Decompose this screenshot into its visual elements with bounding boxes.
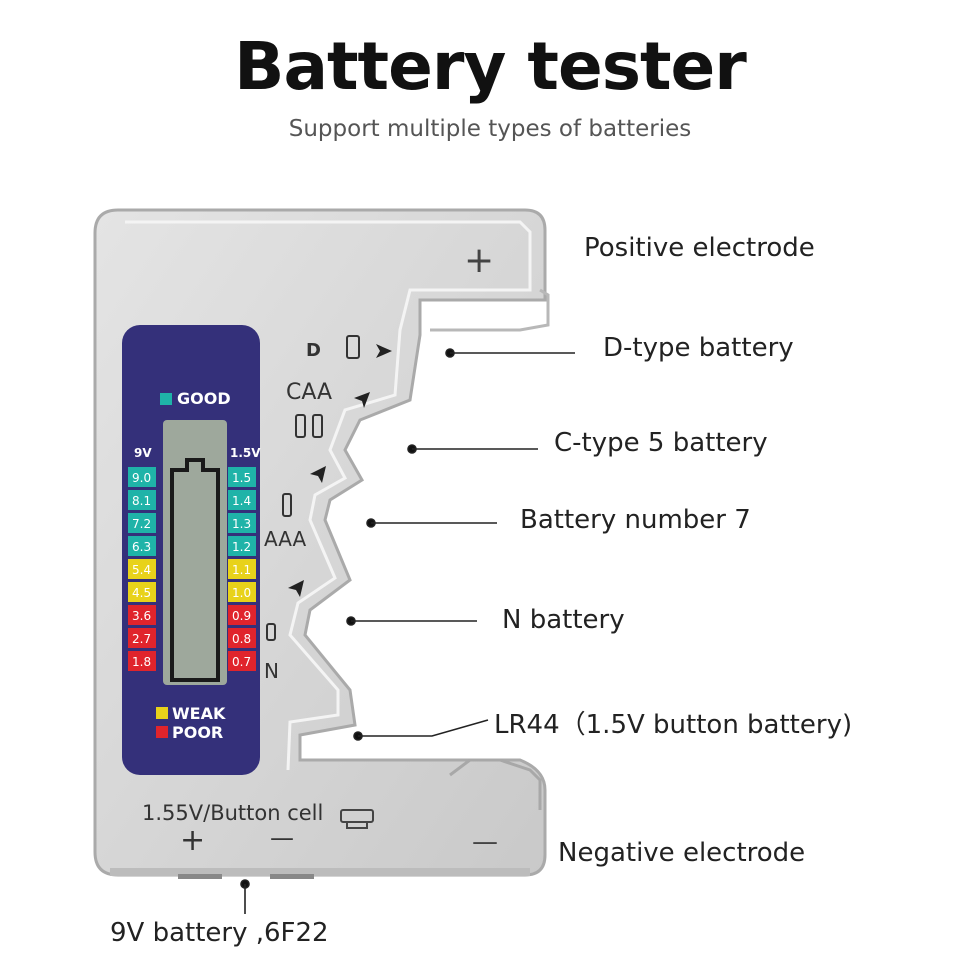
negative-sign: — [472, 827, 498, 857]
lr44-callout-line [358, 719, 489, 737]
positive-sign: + [464, 240, 494, 281]
poor-label: POOR [172, 723, 223, 742]
device-bottom-strip [110, 868, 530, 876]
scale-right-value: 1.2 [232, 540, 251, 554]
slot-label-d: D [306, 340, 321, 361]
button-cell-minus-sign: — [270, 824, 294, 852]
bottom-spring-contact [449, 758, 542, 810]
scale-left-cell [128, 467, 156, 487]
callout-c-type-battery: C-type 5 battery [554, 428, 768, 458]
slot-label-caa: CAA [286, 380, 332, 405]
scale-right-value: 0.8 [232, 632, 251, 646]
poor-swatch [156, 726, 168, 738]
scale-right-cell [228, 651, 256, 671]
scale-right-cell [228, 559, 256, 579]
scale-left-column: 9.0 8.1 7.2 6.3 5.4 4.5 3.6 2.7 1.8 [128, 467, 156, 671]
scale-left-cell [128, 582, 156, 602]
page-title: Battery tester [234, 28, 747, 105]
callout-n-battery: N battery [502, 605, 625, 635]
scale-left-cell [128, 628, 156, 648]
scale-right-cell [228, 513, 256, 533]
page-subtitle: Support multiple types of batteries [288, 116, 692, 142]
aaa-battery-icon [282, 493, 292, 517]
lcd-screen [163, 420, 227, 685]
scale-left-value: 5.4 [132, 563, 151, 577]
scale-right-cell [228, 582, 256, 602]
scale-left-value: 4.5 [132, 586, 151, 600]
nine-volt-contact-right [270, 874, 314, 879]
scale-right-value: 0.7 [232, 655, 251, 669]
scale-right-value: 0.9 [232, 609, 251, 623]
scale-right-cell [228, 467, 256, 487]
scale-right-header: 1.5V [230, 446, 261, 460]
callout-negative-electrode: Negative electrode [558, 838, 806, 868]
button-cell-plus-sign: + [180, 823, 205, 858]
caa-battery-icon-2 [312, 414, 323, 438]
scale-right-value: 1.4 [232, 494, 251, 508]
scale-left-cell [128, 605, 156, 625]
scale-left-cell [128, 490, 156, 510]
scale-left-value: 8.1 [132, 494, 151, 508]
scale-left-value: 7.2 [132, 517, 151, 531]
scale-left-cell [128, 651, 156, 671]
callout-positive-electrode: Positive electrode [584, 233, 815, 263]
callout-d-type-battery: D-type battery [603, 333, 794, 363]
scale-right-column: 1.5 1.4 1.3 1.2 1.1 1.0 0.9 0.8 0.7 [228, 467, 256, 671]
caa-battery-icon-1 [295, 414, 306, 438]
device-inner-edge [125, 220, 532, 771]
callout-battery-number-7: Battery number 7 [520, 505, 751, 535]
scale-right-value: 1.3 [232, 517, 251, 531]
scale-right-cell [228, 605, 256, 625]
callout-lr44: LR44（1.5V button battery) [494, 710, 853, 740]
n-arrow-icon [288, 580, 304, 597]
scale-left-value: 3.6 [132, 609, 151, 623]
n-battery-icon [266, 623, 276, 641]
scale-left-value: 2.7 [132, 632, 151, 646]
good-swatch [160, 393, 172, 405]
d-battery-icon [346, 335, 360, 359]
good-label: GOOD [177, 389, 231, 408]
slot-label-aaa: AAA [264, 527, 306, 551]
scale-right-cell [228, 628, 256, 648]
button-cell-label: 1.55V/Button cell [142, 801, 323, 825]
scale-left-cell [128, 559, 156, 579]
scale-left-cell [128, 536, 156, 556]
scale-right-cell [228, 490, 256, 510]
top-spring-contact [430, 288, 550, 332]
scale-left-value: 1.8 [132, 655, 151, 669]
weak-swatch [156, 707, 168, 719]
scale-right-value: 1.0 [232, 586, 251, 600]
callout-9v-battery: 9V battery ,6F22 [110, 918, 329, 948]
scale-left-header: 9V [134, 446, 152, 460]
scale-right-cell [228, 536, 256, 556]
scale-right-value: 1.1 [232, 563, 251, 577]
caa-arrow-icon [354, 392, 370, 408]
slot-label-n: N [264, 659, 279, 683]
nine-volt-contact-left [178, 874, 222, 879]
screen-battery-icon [170, 458, 220, 682]
scale-left-cell [128, 513, 156, 533]
weak-label: WEAK [172, 704, 226, 723]
scale-right-value: 1.5 [232, 471, 251, 485]
d-arrow-icon [376, 344, 392, 358]
scale-left-value: 9.0 [132, 471, 151, 485]
aaa-arrow-icon [310, 466, 326, 483]
button-slot-icon-inner [346, 821, 368, 829]
scale-left-value: 6.3 [132, 540, 151, 554]
